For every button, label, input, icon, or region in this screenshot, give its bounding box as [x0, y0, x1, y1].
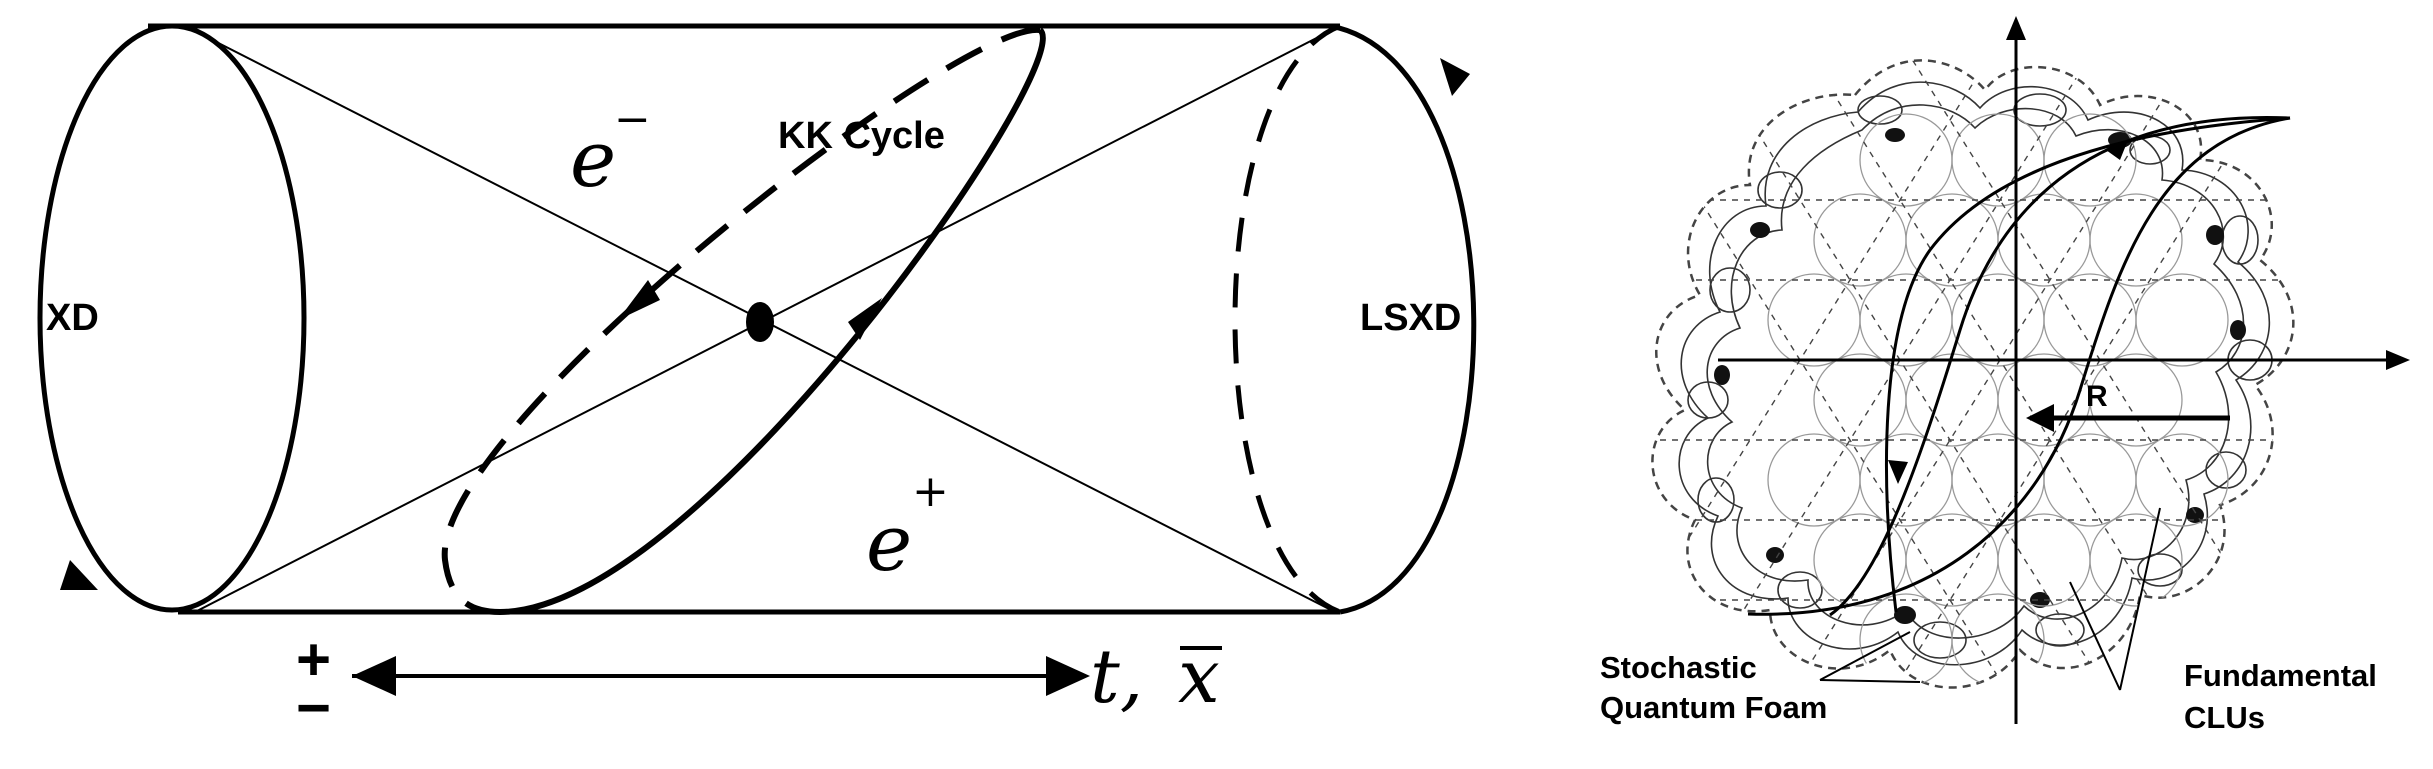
label-pointers	[1819, 507, 2161, 691]
foam-label-line1: Stochastic	[1600, 650, 1757, 685]
radius-arrow-icon	[2026, 404, 2054, 432]
s-curve-left	[1885, 116, 2291, 613]
positron-sup: +	[912, 466, 949, 517]
e-minus-arrow-icon	[618, 280, 660, 320]
center-point	[746, 302, 774, 342]
curve-arrow-icon-2	[1888, 460, 1908, 484]
positron-label: e	[866, 499, 912, 589]
s-curve-upper	[1829, 116, 2291, 617]
cylinder-outline	[37, 23, 1477, 615]
curve-arrow-icon-1	[2106, 140, 2128, 160]
left-cap-ellipse	[37, 23, 307, 613]
cylinder-diagram: XD LSXD KK Cycle e − e + + − t, x	[37, 23, 1477, 741]
s-curves	[1747, 116, 2291, 617]
axis-label-x: x	[1178, 634, 1220, 720]
time-axis	[352, 656, 1090, 696]
axis-label-t: t,	[1090, 634, 1143, 720]
clu-label-line2: CLUs	[2184, 700, 2265, 735]
clu-lattice	[1767, 113, 2229, 687]
minus-sign: −	[296, 674, 331, 741]
foam-outer-boundary	[1651, 59, 2295, 689]
time-axis-right-arrow-icon	[1046, 656, 1090, 696]
e-plus-arrow-icon	[848, 298, 882, 340]
top-right-arrow-icon	[1440, 58, 1470, 96]
electron-sup: −	[614, 94, 651, 145]
right-hidden-arc	[1232, 23, 1341, 615]
clu-label-line1: Fundamental	[2184, 658, 2377, 693]
kk-cycle-label: KK Cycle	[778, 115, 945, 157]
coordinate-axes	[1718, 24, 2402, 724]
xd-label: XD	[46, 297, 99, 339]
plus-sign: +	[296, 626, 331, 693]
foam-label-line2: Quantum Foam	[1600, 690, 1827, 725]
lsxd-label: LSXD	[1360, 297, 1461, 339]
electron-label: e	[570, 115, 616, 205]
radius-label: R	[2086, 380, 2108, 413]
right-cap-arc	[1329, 23, 1477, 615]
vertical-axis-arrow-icon	[2006, 16, 2026, 40]
horizontal-axis-arrow-icon	[2386, 350, 2410, 370]
bottom-left-arrow-icon	[60, 560, 98, 590]
time-axis-left-arrow-icon	[352, 656, 396, 696]
foam-contours	[1678, 81, 2273, 666]
